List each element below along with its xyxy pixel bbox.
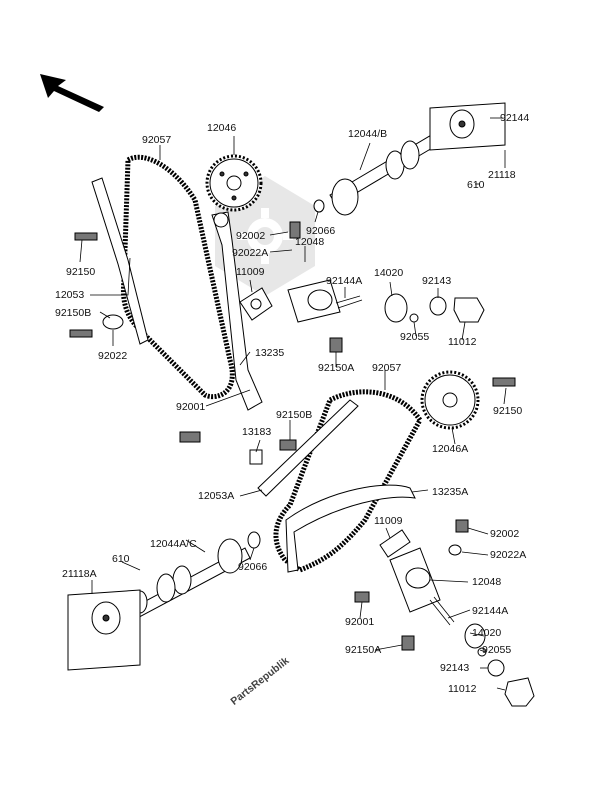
label-92022a-bottom: 92022A	[490, 549, 526, 561]
label-92144: 92144	[500, 112, 529, 124]
label-92150-right: 92150	[493, 405, 522, 417]
bolt-92001-top	[179, 431, 201, 443]
cap-21118	[429, 102, 506, 151]
bracket-13183	[249, 449, 263, 465]
gasket-11009-bottom	[379, 529, 411, 558]
label-610: 610	[467, 179, 485, 191]
label-11009: 11009	[236, 266, 265, 278]
label-92001-bottom: 92001	[345, 616, 374, 628]
part-labels: 92057 12046 12044/B 92144 21118 610 9215…	[55, 112, 529, 695]
bolt-92002-top	[289, 221, 301, 239]
label-92022: 92022	[98, 350, 127, 362]
chain-guide-12053a	[257, 399, 359, 497]
label-12044ac: 12044A/C	[150, 538, 197, 550]
label-92002-bottom: 92002	[490, 528, 519, 540]
label-21118a: 21118A	[62, 568, 97, 580]
pin-92066-bottom	[247, 531, 261, 549]
label-92150b: 92150B	[55, 307, 91, 319]
label-92055-bottom: 92055	[482, 644, 511, 656]
label-92066: 92066	[306, 225, 335, 237]
label-14020-bottom: 14020	[472, 627, 501, 639]
tensioner-guide-13235	[211, 211, 263, 411]
label-11012-bottom: 11012	[448, 683, 477, 695]
cam-chain-upper	[120, 154, 235, 400]
bolt-92150-left	[74, 232, 98, 241]
label-12044b: 12044/B	[348, 128, 387, 140]
label-12046: 12046	[207, 122, 236, 134]
label-12048-bottom: 12048	[472, 576, 501, 588]
tensioner-12048-top	[287, 279, 363, 323]
label-92002: 92002	[236, 230, 265, 242]
label-92143-bottom: 92143	[440, 662, 469, 674]
label-11009-bottom: 11009	[374, 515, 403, 527]
cap-11012-top	[453, 297, 485, 323]
label-92001: 92001	[176, 401, 205, 413]
cap-14020-top	[384, 293, 408, 323]
cap-21118a	[67, 589, 141, 671]
label-21118: 21118	[488, 169, 516, 181]
watermark: PartsRepublik	[228, 655, 291, 708]
tensioner-12048-bottom	[389, 547, 455, 626]
label-92150a-bottom: 92150A	[345, 644, 381, 656]
label-13235: 13235	[255, 347, 284, 359]
label-92057: 92057	[142, 134, 171, 146]
label-610-bottom: 610	[112, 553, 130, 565]
label-92144a-bottom: 92144A	[472, 605, 508, 617]
label-12046a: 12046A	[432, 443, 468, 455]
bolt-92001-bottom	[354, 591, 370, 603]
bolt-92150-right	[492, 377, 516, 387]
bolt-92002-bottom	[455, 519, 469, 533]
bolt-92150b-left	[69, 329, 93, 338]
label-92055: 92055	[400, 331, 429, 343]
oring-92055-top	[409, 313, 419, 323]
washer-92022a-bottom	[448, 544, 462, 556]
label-11012: 11012	[448, 336, 477, 348]
leader-lines	[79, 117, 507, 691]
label-92150a: 92150A	[318, 362, 354, 374]
sprocket-12046	[205, 154, 263, 212]
label-13235a: 13235A	[432, 486, 468, 498]
label-92022a: 92022A	[232, 247, 268, 259]
label-92057-mid: 92057	[372, 362, 401, 374]
washer-92143-top	[429, 296, 447, 316]
chain-guide-12053	[91, 177, 149, 345]
gasket-11009-top	[239, 287, 273, 321]
cam-chain-lower	[273, 389, 423, 573]
tensioner-guide-13235a	[285, 484, 416, 573]
washer-92143-bottom	[487, 659, 505, 677]
label-14020: 14020	[374, 267, 403, 279]
bolt-92150b-mid	[279, 439, 297, 451]
label-92150b-mid: 92150B	[276, 409, 312, 421]
label-92144a: 92144A	[326, 275, 362, 287]
label-92143: 92143	[422, 275, 451, 287]
label-13183: 13183	[242, 426, 271, 438]
camshaft-12044ac	[124, 538, 251, 623]
cap-11012-bottom	[504, 677, 535, 707]
direction-arrow-icon	[40, 74, 104, 112]
guide-pivot	[213, 212, 229, 228]
label-92066-bottom: 92066	[238, 561, 267, 573]
label-92150: 92150	[66, 266, 95, 278]
sprocket-12046a	[420, 370, 480, 430]
label-12053: 12053	[55, 289, 84, 301]
bolt-92150a-top	[329, 337, 343, 353]
bolt-92150a-bottom	[401, 635, 415, 651]
label-12053a: 12053A	[198, 490, 234, 502]
washer-92022-left	[102, 314, 124, 330]
cap-14020-bottom	[464, 623, 486, 649]
label-12048: 12048	[295, 236, 324, 248]
pin-92066-top	[313, 199, 325, 213]
